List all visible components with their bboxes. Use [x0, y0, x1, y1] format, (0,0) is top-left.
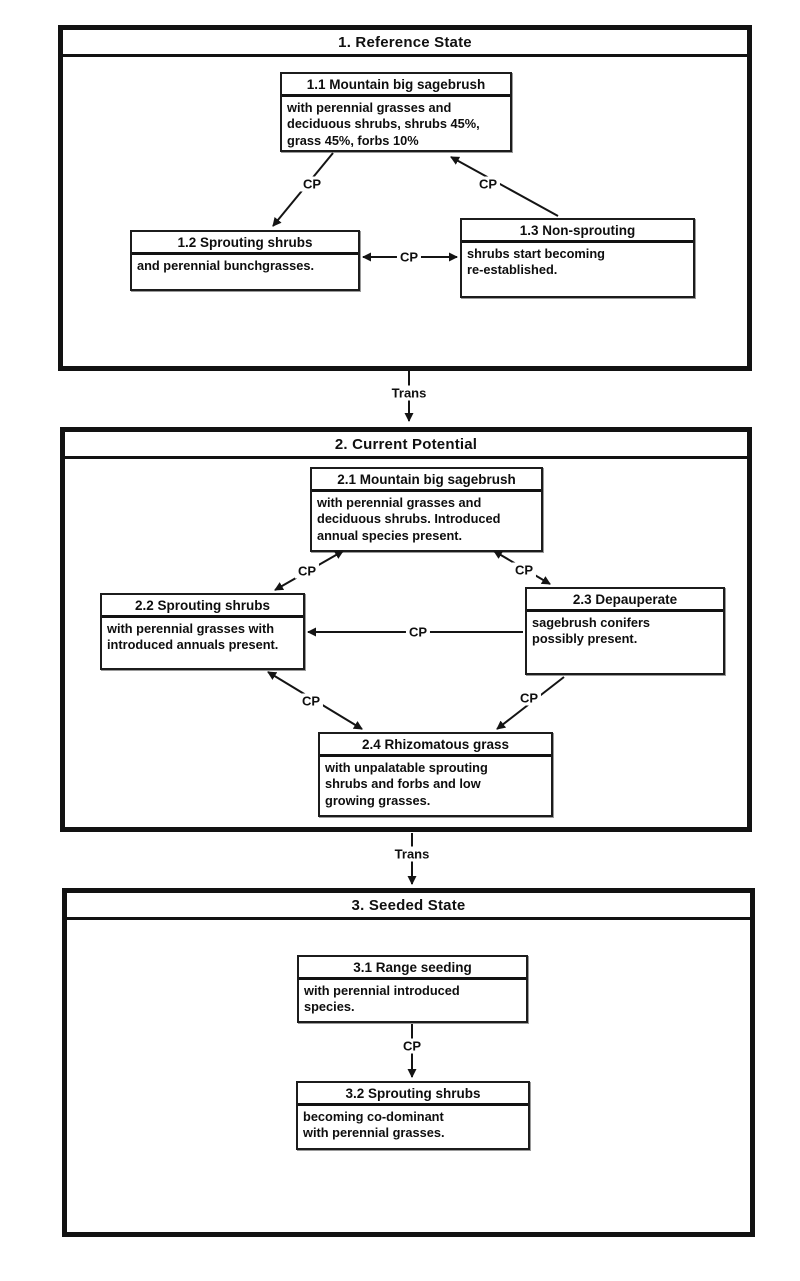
- cp-label-1-left: CP: [299, 176, 325, 192]
- state-box-1-2-title: 1.2 Sprouting shrubs: [132, 232, 358, 255]
- state-box-1-3-title: 1.3 Non-sprouting: [462, 220, 693, 243]
- cp-label-2-upper-right: CP: [511, 562, 537, 578]
- state-box-2-4-body: with unpalatable sprouting shrubs and fo…: [325, 760, 488, 808]
- state-box-2-3-title: 2.3 Depauperate: [527, 589, 723, 612]
- cp-label-3: CP: [399, 1038, 425, 1054]
- state-box-2-4-title: 2.4 Rhizomatous grass: [320, 734, 551, 757]
- trans-label-2: Trans: [391, 846, 433, 862]
- state-box-2-1-title: 2.1 Mountain big sagebrush: [312, 469, 541, 492]
- state-box-1-1-body: with perennial grasses and deciduous shr…: [287, 100, 480, 148]
- section-title: 1. Reference State: [63, 30, 747, 57]
- state-box-1-1-title: 1.1 Mountain big sagebrush: [282, 74, 510, 97]
- state-box-1-3-body: shrubs start becoming re-established.: [467, 246, 605, 278]
- state-box-1-1: 1.1 Mountain big sagebrush with perennia…: [280, 72, 512, 152]
- state-box-2-2-title: 2.2 Sprouting shrubs: [102, 595, 303, 618]
- state-box-3-2-title: 3.2 Sprouting shrubs: [298, 1083, 528, 1106]
- section-reference-state: 1. Reference State: [58, 25, 752, 371]
- state-box-2-2-body: with perennial grasses with introduced a…: [107, 621, 279, 653]
- state-box-2-2: 2.2 Sprouting shrubs with perennial gras…: [100, 593, 305, 670]
- state-box-1-2-body: and perennial bunchgrasses.: [137, 258, 315, 273]
- cp-label-2-lower-right: CP: [516, 690, 542, 706]
- cp-label-1-mid: CP: [396, 249, 422, 265]
- state-box-3-1: 3.1 Range seeding with perennial introdu…: [297, 955, 528, 1023]
- section-title: 3. Seeded State: [67, 893, 750, 920]
- state-box-2-3: 2.3 Depauperate sagebrush conifers possi…: [525, 587, 725, 675]
- section-title: 2. Current Potential: [65, 432, 747, 459]
- state-box-1-2: 1.2 Sprouting shrubs and perennial bunch…: [130, 230, 360, 291]
- state-box-3-1-body: with perennial introduced species.: [304, 983, 460, 1015]
- cp-label-2-mid: CP: [405, 624, 431, 640]
- state-box-2-4: 2.4 Rhizomatous grass with unpalatable s…: [318, 732, 553, 817]
- cp-label-2-lower-left: CP: [298, 693, 324, 709]
- state-box-3-1-title: 3.1 Range seeding: [299, 957, 526, 980]
- state-box-2-1: 2.1 Mountain big sagebrush with perennia…: [310, 467, 543, 552]
- cp-label-2-upper-left: CP: [294, 563, 320, 579]
- state-box-3-2: 3.2 Sprouting shrubs becoming co-dominan…: [296, 1081, 530, 1150]
- state-box-2-1-body: with perennial grasses and deciduous shr…: [317, 495, 501, 543]
- trans-label-1: Trans: [388, 385, 430, 401]
- state-box-1-3: 1.3 Non-sprouting shrubs start becoming …: [460, 218, 695, 298]
- state-box-3-2-body: becoming co-dominant with perennial gras…: [303, 1109, 445, 1141]
- section-current-potential: 2. Current Potential: [60, 427, 752, 832]
- cp-label-1-right: CP: [475, 176, 501, 192]
- section-seeded-state: 3. Seeded State: [62, 888, 755, 1237]
- state-box-2-3-body: sagebrush conifers possibly present.: [532, 615, 651, 647]
